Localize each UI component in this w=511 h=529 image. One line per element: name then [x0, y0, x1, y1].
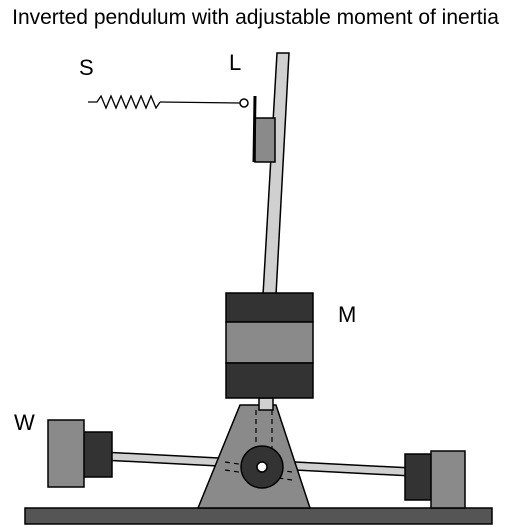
hidden-rod-line-center-b: [224, 469, 293, 481]
base-plate: [24, 507, 493, 525]
left-weight-collar: [81, 431, 113, 478]
lever-block: [254, 117, 276, 163]
label-lever: L: [229, 50, 241, 75]
pivot-axle: [256, 461, 268, 473]
spring: [88, 94, 161, 110]
left-weight: [47, 419, 85, 488]
label-weights: W: [14, 410, 35, 435]
lever-arm: [252, 95, 257, 163]
label-mass: M: [338, 302, 356, 327]
mass-block-middle: [225, 321, 314, 364]
string: [159, 101, 241, 104]
mass-block-top: [225, 292, 314, 323]
pendulum-rod: [262, 52, 290, 296]
mass-block-bottom: [225, 362, 314, 399]
diagram-title: Inverted pendulum with adjustable moment…: [12, 6, 499, 29]
right-weight: [430, 450, 466, 509]
string-eyelet: [239, 98, 249, 108]
label-spring: S: [79, 55, 94, 80]
right-weight-collar: [404, 453, 434, 501]
pendulum-rod-lower: [258, 397, 274, 411]
